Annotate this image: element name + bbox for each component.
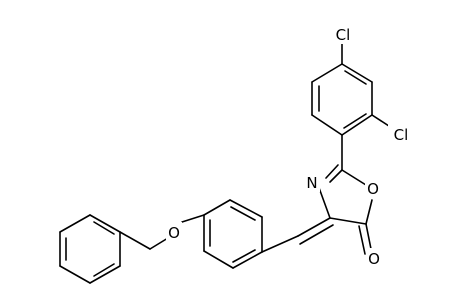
atom-ring-oxygen: O bbox=[365, 178, 381, 198]
svg-text:Cl: Cl bbox=[336, 26, 351, 44]
benzyl-phenyl-ring bbox=[59, 214, 121, 284]
benzylidene-double-bond bbox=[261, 217, 334, 253]
svg-text:Cl: Cl bbox=[394, 126, 409, 144]
atom-nitrogen: N bbox=[304, 172, 320, 192]
atom-carbonyl-oxygen: O bbox=[366, 248, 382, 268]
atom-cl-right: Cl bbox=[388, 124, 412, 144]
atom-cl-top: Cl bbox=[332, 24, 354, 44]
oxazolone-ring bbox=[317, 164, 373, 255]
svg-text:N: N bbox=[306, 174, 317, 192]
phenylene-ring bbox=[203, 199, 263, 269]
svg-text:O: O bbox=[168, 224, 180, 242]
benzyloxy-linker bbox=[119, 214, 205, 250]
atom-ether-oxygen: O bbox=[166, 222, 182, 242]
svg-text:O: O bbox=[368, 250, 380, 268]
dichlorophenyl-ring bbox=[311, 41, 393, 171]
svg-text:O: O bbox=[367, 180, 379, 198]
